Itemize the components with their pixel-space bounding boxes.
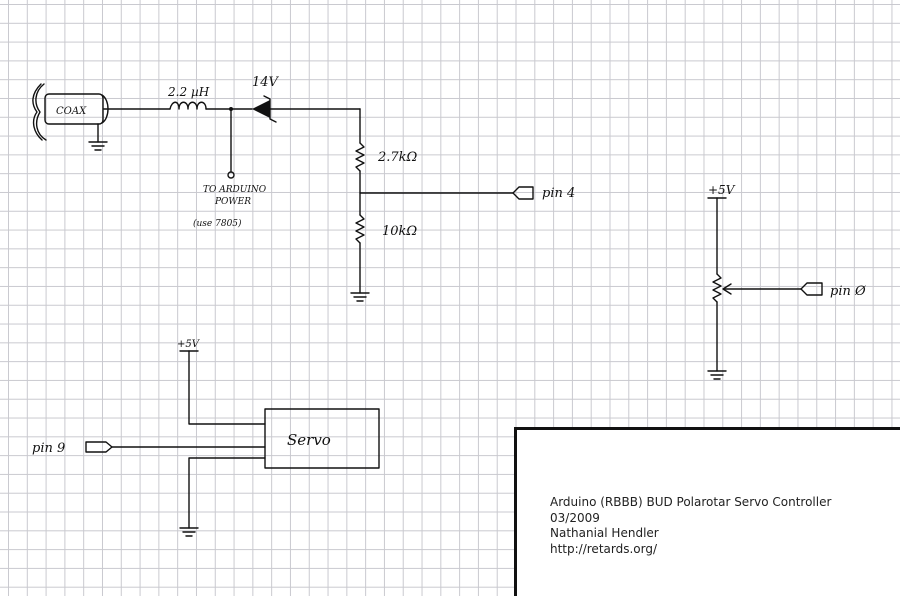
- pin0-terminal-icon: [800, 282, 823, 296]
- title-block-title: Arduino (RBBB) BUD Polarotar Servo Contr…: [550, 495, 832, 509]
- pin4-terminal-icon: [512, 186, 534, 200]
- pin9-terminal-icon: [85, 441, 113, 453]
- divider-ground-icon: [350, 242, 370, 302]
- pot-vcc-label: +5V: [708, 183, 736, 197]
- arduino-power-label-2: POWER: [214, 197, 251, 207]
- servo-body: [264, 408, 380, 469]
- coax-ground-icon: [88, 123, 108, 151]
- coax-connector-icon: [32, 83, 171, 141]
- title-block-date: 03/2009: [550, 510, 600, 525]
- title-block: Arduino (RBBB) BUD Polarotar Servo Contr…: [514, 427, 900, 596]
- r1-label: 2.7kΩ: [377, 150, 418, 165]
- servo-ground-wire: [188, 457, 266, 529]
- pot-ground-icon: [707, 370, 727, 380]
- inductor-label: 2.2 µH: [167, 85, 210, 99]
- diode-label: 14V: [252, 75, 280, 90]
- potentiometer-icon: [712, 273, 722, 303]
- servo-label: Servo: [287, 431, 331, 449]
- pin0-label: pin Ø: [830, 284, 866, 299]
- r2-label: 10kΩ: [382, 224, 417, 239]
- resistor-r2-icon: [355, 214, 365, 244]
- inductor-icon: [169, 101, 253, 110]
- title-block-author: Nathanial Hendler: [550, 526, 659, 540]
- resistor-r1-icon: [355, 142, 365, 172]
- servo-vcc-wire: [188, 350, 266, 425]
- servo-vcc-label: +5V: [177, 339, 201, 350]
- title-block-url: http://retards.org/: [550, 541, 658, 556]
- servo-ground-icon: [179, 527, 199, 537]
- power-tap-terminal: [227, 171, 235, 179]
- coax-label: COAX: [56, 106, 87, 117]
- arduino-power-label-1: TO ARDUINO: [203, 185, 267, 195]
- pot-wiper-icon: [722, 283, 802, 295]
- pin4-label: pin 4: [542, 186, 575, 201]
- title-block-text: Arduino (RBBB) BUD Polarotar Servo Contr…: [550, 495, 831, 557]
- zener-diode-icon: [252, 95, 361, 123]
- pin9-label: pin 9: [32, 441, 65, 456]
- arduino-power-label-3: (use 7805): [193, 218, 242, 229]
